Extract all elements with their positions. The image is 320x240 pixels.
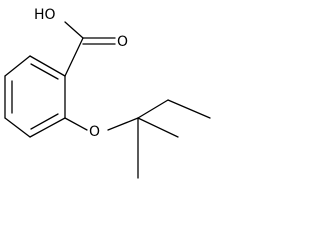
ring-bond-4 (4, 117, 31, 138)
structure-diagram: HO O O (4, 7, 211, 179)
carboxyl-group: HO O (34, 7, 128, 77)
ring-to-carboxyl-bond (64, 37, 84, 77)
benzene-ring (4, 55, 66, 138)
ring-double-bond-top (30, 63, 59, 80)
ether-oxygen-label: O (89, 124, 100, 140)
ring-bond-1 (29, 55, 66, 77)
quaternary-to-methyl-right-bond (137, 117, 179, 138)
ring-bond-2 (4, 55, 31, 77)
quaternary-to-ch2-bond (137, 99, 169, 119)
c-o-hydroxyl-bond (64, 21, 84, 39)
oxygen-to-quaternary-bond (107, 117, 139, 131)
ring-bond-5 (29, 117, 66, 138)
hydroxyl-label: HO (34, 7, 56, 23)
carbonyl-oxygen-label: O (117, 34, 128, 50)
ring-double-bond-bottom (30, 113, 59, 130)
ring-to-oxygen-bond (64, 117, 88, 131)
ch2-to-ch3-bond (167, 99, 211, 119)
tert-amyloxy-group: O (64, 99, 211, 179)
